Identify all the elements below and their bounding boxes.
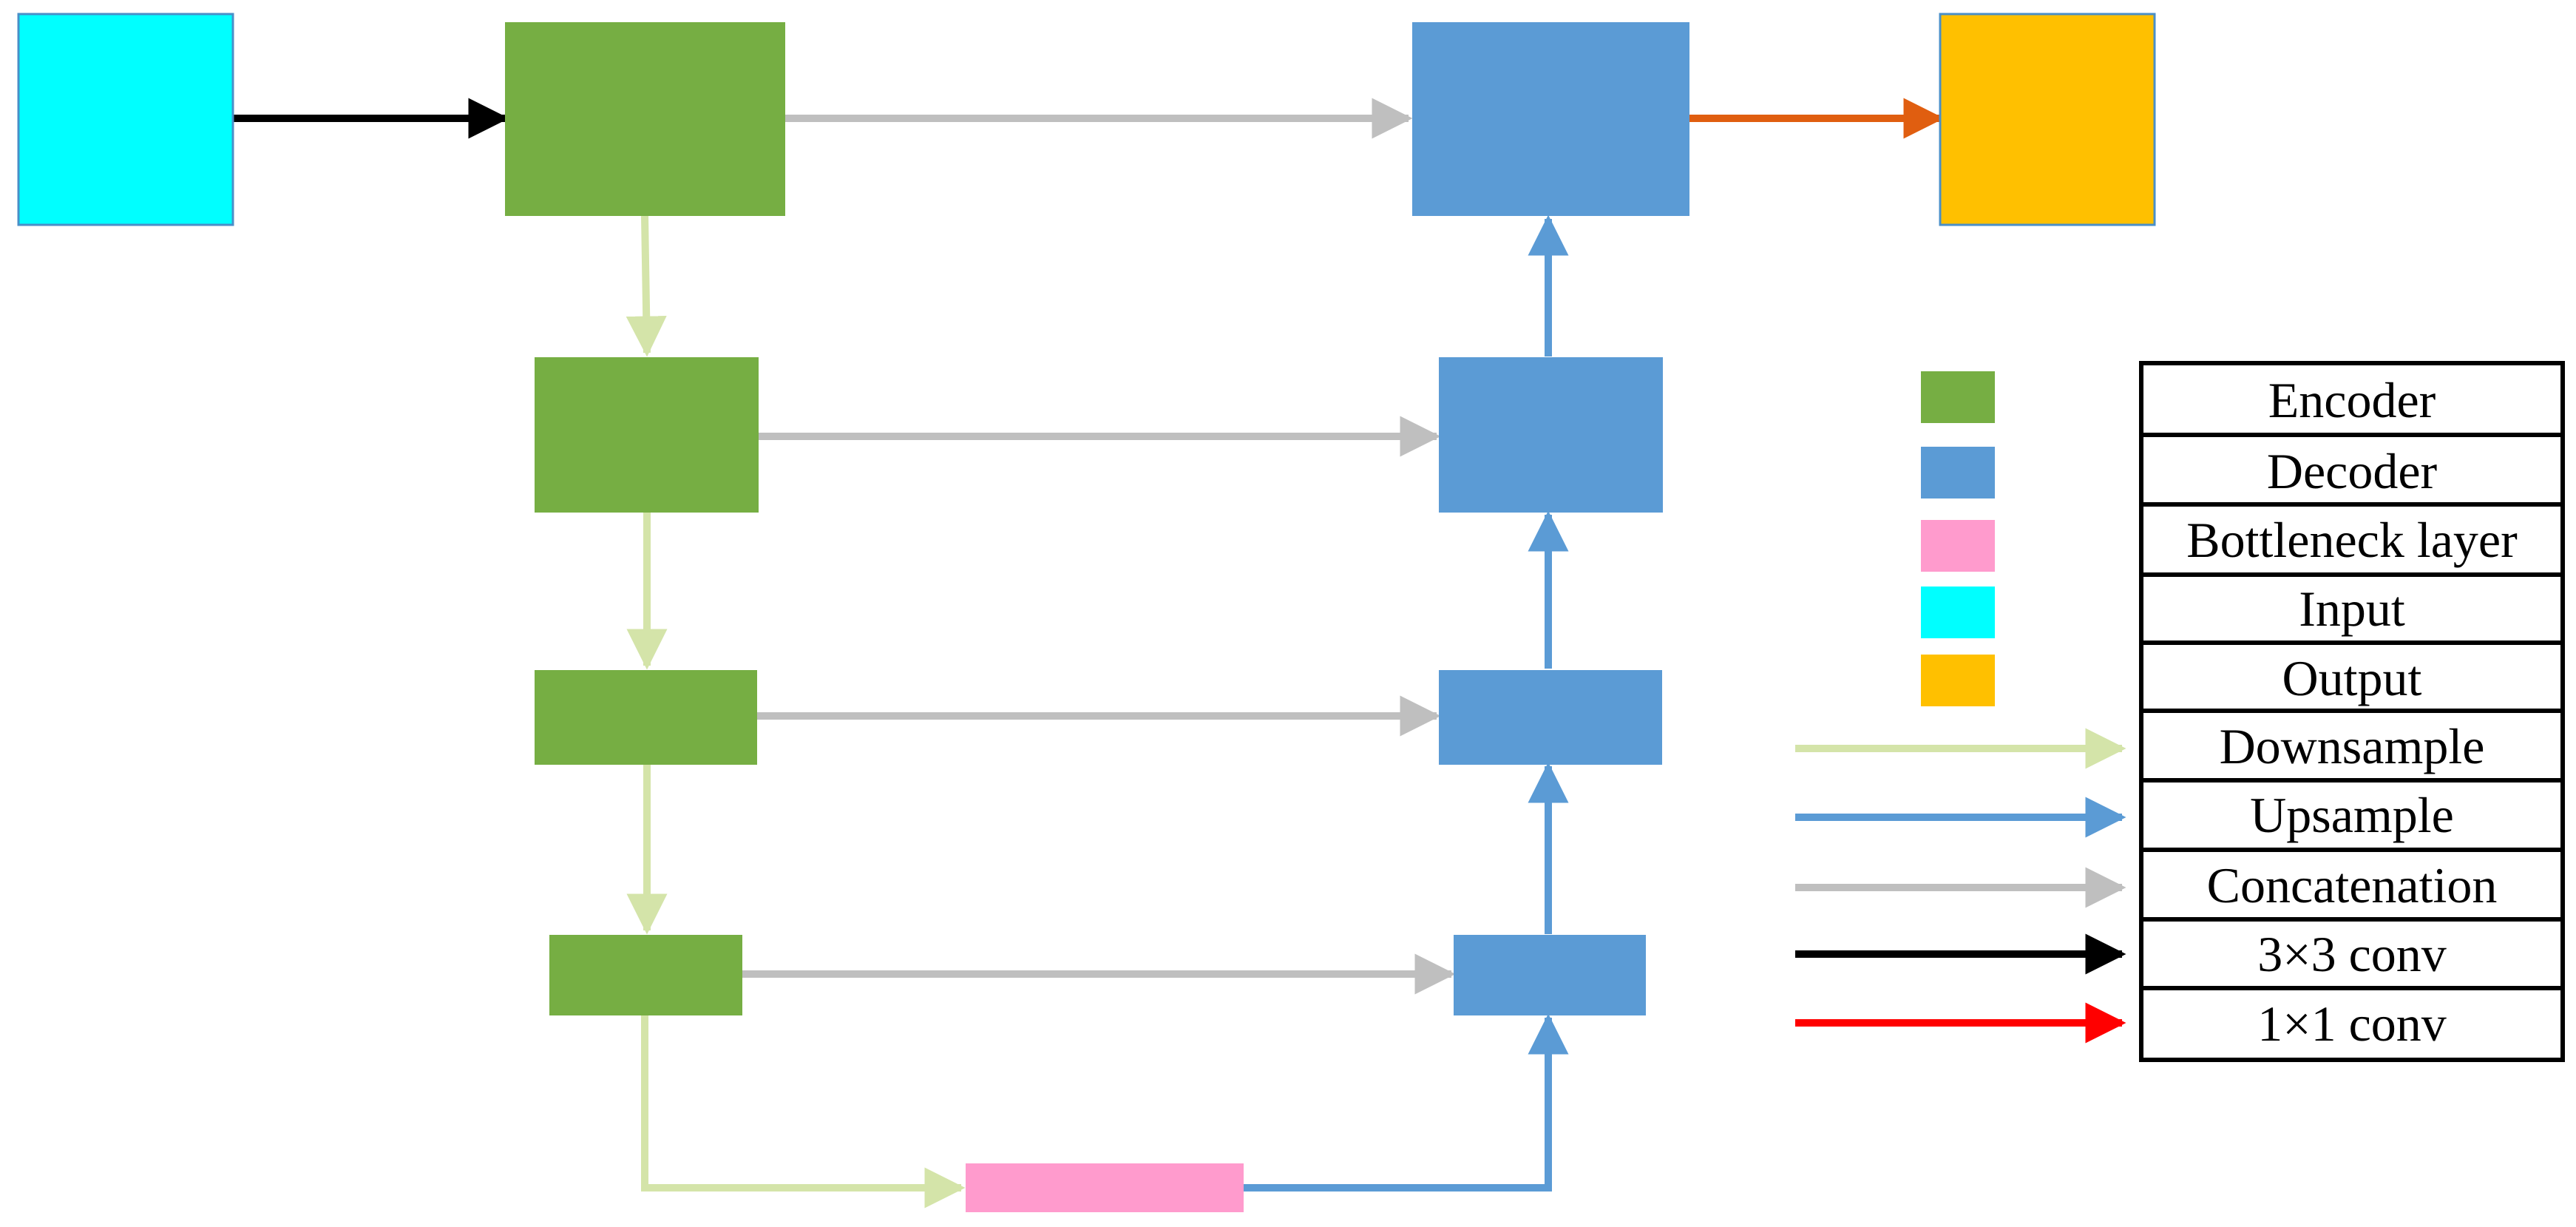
- decoder-block-1: [1412, 22, 1689, 216]
- decoder-block-4: [1454, 935, 1646, 1015]
- downsample-arrow-4: [641, 1015, 966, 1209]
- decoder-block-2: [1439, 357, 1663, 513]
- legend-label-conv3x3: 3×3 conv: [2257, 926, 2447, 982]
- upsample-arrow-1: [1244, 1013, 1569, 1191]
- encoder-block-1: [505, 22, 785, 216]
- legend-swatch-encoder: [1921, 371, 1995, 423]
- legend-swatch-output: [1921, 655, 1995, 706]
- legend-label-bottleneck: Bottleneck layer: [2186, 512, 2518, 568]
- encoder-block-3: [535, 670, 757, 765]
- output-block: [1939, 13, 2156, 226]
- legend-swatch-bottleneck: [1921, 520, 1995, 572]
- input-block: [17, 13, 234, 226]
- legend-label-conv1x1: 1×1 conv: [2257, 996, 2447, 1052]
- legend-label-encoder: Encoder: [2268, 372, 2436, 428]
- encoder-block-4: [549, 935, 742, 1015]
- bottleneck-block: [966, 1163, 1244, 1212]
- downsample-arrow-1: [626, 215, 667, 357]
- encoder-block-2: [535, 357, 759, 513]
- legend-label-concatenation: Concatenation: [2207, 857, 2498, 913]
- legend-label-input: Input: [2299, 581, 2405, 637]
- legend-label-output: Output: [2282, 650, 2422, 706]
- legend-label-downsample: Downsample: [2220, 718, 2485, 774]
- legend-swatch-decoder: [1921, 447, 1995, 498]
- legend-label-decoder: Decoder: [2267, 443, 2438, 499]
- legend-table: [2139, 361, 2565, 1062]
- legend-swatch-input: [1921, 587, 1995, 638]
- decoder-block-3: [1439, 670, 1662, 765]
- legend-label-upsample: Upsample: [2250, 787, 2454, 843]
